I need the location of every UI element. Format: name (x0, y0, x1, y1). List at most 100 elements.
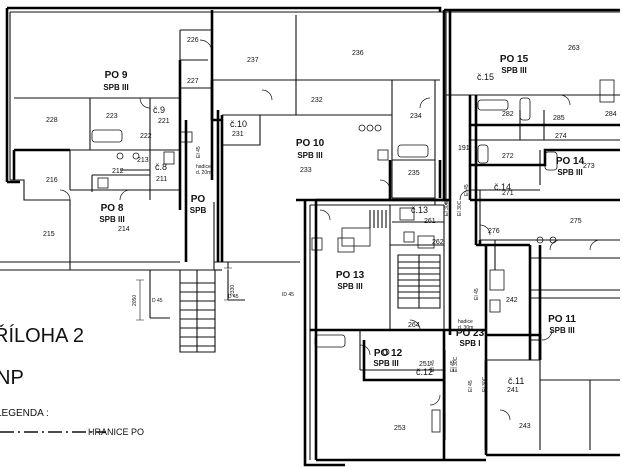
door-rating: EI 30C (482, 376, 488, 392)
unit-label: č.10 (230, 119, 247, 129)
door-rating: ID 45 (282, 292, 294, 298)
fire-section-name: PO 23 (456, 328, 485, 339)
room-label: 216 (46, 177, 58, 184)
room-label: 228 (46, 117, 58, 124)
room-label: 276 (488, 228, 500, 235)
floor-label: NP (0, 367, 24, 389)
room-label: 223 (106, 113, 118, 120)
doors (59, 39, 601, 421)
fire-section-labels: PO 9 SPB III PO 10 SPB III PO 15 SPB III… (99, 54, 584, 368)
unit-label: č.8 (155, 162, 167, 172)
wall-rating: EI 45 (430, 360, 436, 372)
door-rating: EI 30C (453, 356, 459, 372)
wall-rating: EI 45 (474, 288, 480, 300)
room-label: 251 (419, 361, 431, 368)
fire-section-class: SPB III (373, 359, 398, 368)
fire-section-name: PO 11 (548, 314, 576, 325)
dimension-label: 2330 (230, 285, 236, 296)
room-label: 236 (352, 50, 364, 57)
fire-boundaries (5, 6, 620, 467)
room-label: 233 (300, 167, 312, 174)
fire-section-class: SPB III (549, 326, 574, 335)
hose-reel-label: hadice (196, 164, 211, 170)
unit-label: č.13 (411, 205, 428, 215)
room-label: 235 (408, 170, 420, 177)
room-label: 232 (311, 97, 323, 104)
room-label: 237 (247, 57, 259, 64)
legend-title: LEGENDA : (0, 408, 49, 419)
fire-section-class: SPB III (501, 66, 526, 75)
room-label: 212 (112, 168, 124, 175)
fire-section-class: SPB III (103, 83, 128, 92)
fire-section-name: PO 13 (336, 270, 365, 281)
dimension-label: 2050 (132, 295, 138, 306)
room-labels: 226 227 237 236 263 228 223 221 222 213 … (43, 37, 617, 432)
room-label: 234 (410, 113, 422, 120)
fire-section-class: SPB (190, 206, 207, 215)
room-label: 274 (555, 133, 567, 140)
fire-section-class: SPB III (557, 168, 582, 177)
unit-label: č.12 (416, 367, 433, 377)
fire-section-class: SPB III (337, 282, 362, 291)
walls (0, 11, 620, 460)
fixtures (91, 79, 615, 433)
room-label: 215 (43, 231, 55, 238)
room-label: 241 (507, 387, 519, 394)
wall-rating: EI 45 (450, 360, 456, 372)
room-label: 226 (187, 37, 199, 44)
room-label: 282 (502, 111, 514, 118)
door-rating: EI 30C (457, 200, 463, 216)
hose-reel-label: hadice (458, 319, 473, 325)
door-rating: D 45 (228, 294, 239, 300)
room-label: 284 (605, 111, 617, 118)
room-label: 211 (156, 176, 167, 183)
annotations (0, 267, 232, 433)
room-label: 243 (519, 423, 531, 430)
room-label: 275 (570, 218, 582, 225)
unit-labels: č.9 č.8 č.10 č.15 č.14 č.13 č.12 č.11 (153, 72, 524, 386)
fire-notes: 2050 2330 D 45 D 45 ID 45 EI 45 EI 45 EI… (132, 146, 488, 392)
room-label: 242 (506, 297, 518, 304)
room-label: 285 (553, 115, 565, 122)
wall-rating: EI 45 (464, 184, 470, 196)
room-label: 263 (568, 45, 580, 52)
sheet-title: ŘÍLOHA 2 NP LEGENDA : HRANICE PO (0, 324, 144, 437)
room-label: 261 (424, 218, 436, 225)
fire-section-name: PO 15 (500, 54, 529, 65)
unit-label: č.9 (153, 105, 165, 115)
fire-section-name: PO 10 (296, 138, 325, 149)
room-label: 271 (502, 190, 514, 197)
wall-rating: EI 45 (468, 380, 474, 392)
unit-label: č.11 (508, 376, 524, 386)
hose-length: d. 30m (458, 325, 473, 331)
fire-section-name: PO (191, 194, 206, 205)
room-label: 227 (187, 78, 199, 85)
room-label: 214 (118, 226, 130, 233)
door-rating: EI 30C (444, 200, 450, 216)
unit-label: č.15 (477, 72, 494, 82)
room-label: 272 (502, 153, 514, 160)
unit-label: č.14 (494, 182, 511, 192)
legend-item-label: HRANICE PO (88, 427, 144, 437)
wall-rating: EI 45 (196, 146, 202, 158)
room-label: 221 (158, 118, 170, 125)
hose-length: d. 20m (196, 170, 211, 176)
door-rating: D 45 (152, 298, 163, 304)
room-label: 222 (140, 133, 152, 140)
fire-section-name: PO 14 (556, 156, 585, 167)
title-label: ŘÍLOHA 2 (0, 324, 84, 347)
fire-section-name: PO 9 (105, 70, 128, 81)
room-label: 191 (458, 145, 470, 152)
fire-section-class: SPB I (460, 339, 481, 348)
fire-section-name: PO 12 (374, 348, 403, 359)
fire-section-class: SPB III (99, 215, 124, 224)
room-label: 264 (408, 322, 420, 329)
room-label: 253 (394, 425, 406, 432)
room-label: 231 (232, 131, 244, 138)
room-label: 213 (137, 157, 149, 164)
fire-section-name: PO 8 (101, 203, 124, 214)
room-label: 273 (583, 163, 595, 170)
fire-section-class: SPB III (297, 151, 322, 160)
room-label: 262 (432, 239, 444, 246)
